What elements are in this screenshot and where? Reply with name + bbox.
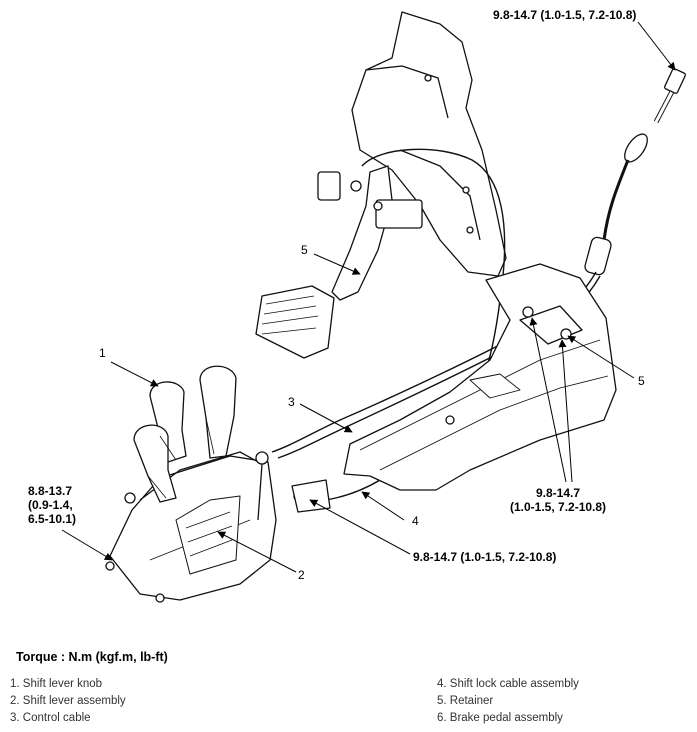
callout-4: 4 [412,514,419,528]
torque-spec-top-right: 9.8-14.7 (1.0-1.5, 7.2-10.8) [493,8,637,22]
legend-item-3: 3. Control cable [10,712,91,724]
callout-5-pedal: 5 [301,243,308,257]
legend-item-4: 4. Shift lock cable assembly [437,678,579,690]
callout-1: 1 [99,346,106,360]
parts-diagram [61,11,686,603]
torque-spec-left: 8.8-13.7 (0.9-1.4, 6.5-10.1) [28,484,77,526]
callout-2: 2 [298,568,305,582]
torque-spec-right: 9.8-14.7 (1.0-1.5, 7.2-10.8) [510,486,607,514]
legend-item-1: 1. Shift lever knob [10,678,103,690]
callout-3: 3 [288,395,295,409]
legend-item-6: 6. Brake pedal assembly [437,712,563,724]
cable-end-top [584,68,686,276]
legend-item-5: 5. Retainer [437,695,494,707]
brake-pedal-bracket [351,11,507,277]
legend-left: 1. Shift lever knob 2. Shift lever assem… [10,676,126,727]
torque-unit-label: Torque : N.m (kgf.m, lb-ft) [16,650,168,664]
legend-right: 4. Shift lock cable assembly 5. Retainer… [437,676,579,727]
shift-lever-knobs [133,365,237,503]
leader-lines [61,21,676,573]
torque-spec-bottom-center: 9.8-14.7 (1.0-1.5, 7.2-10.8) [413,550,557,564]
shift-lever-assembly [105,451,331,603]
legend-item-2: 2. Shift lever assembly [10,695,126,707]
brake-pedal-assembly [255,165,423,359]
floor-tunnel [343,263,617,491]
callout-5-retainer: 5 [638,374,645,388]
